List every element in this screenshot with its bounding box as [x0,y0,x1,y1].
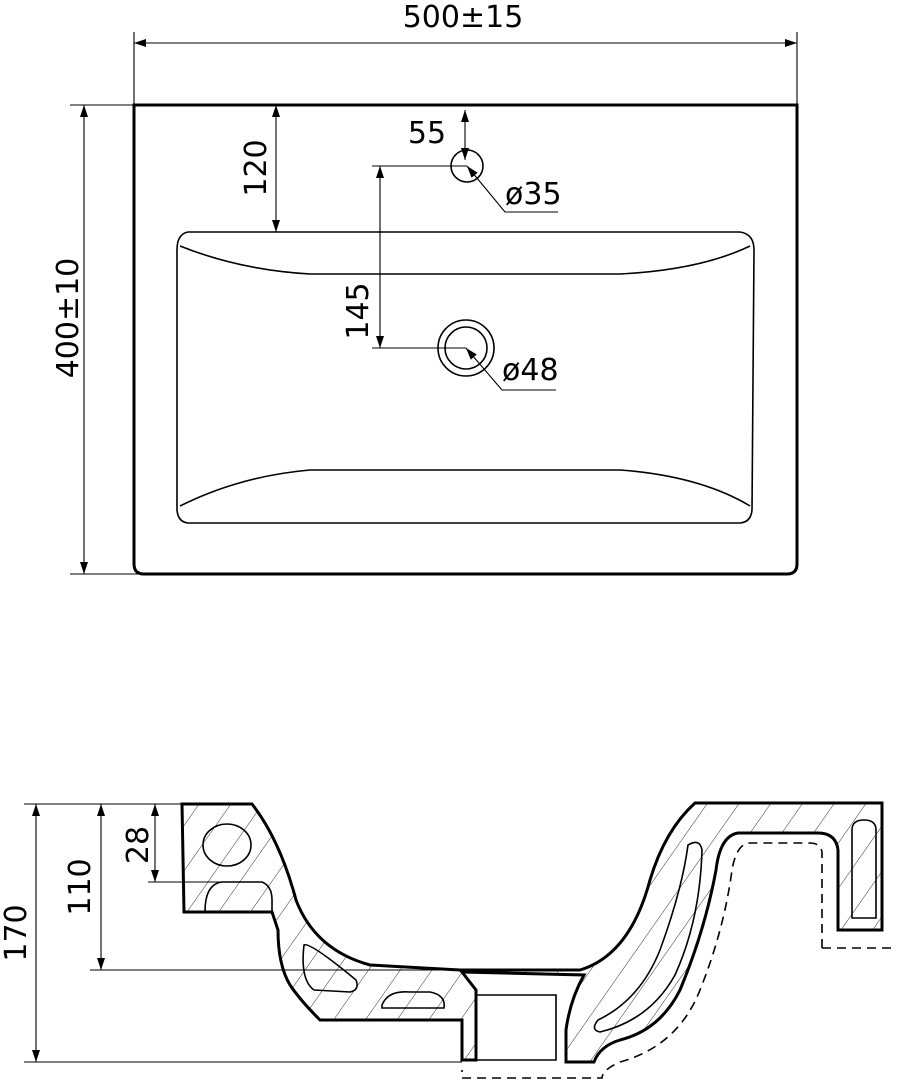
bottom-cavity [381,990,446,1009]
side-cavity [302,944,358,993]
drain-channel [475,994,557,1061]
bowl-depth-dimension-label: 110 [63,858,98,915]
tap-shift-dimension-label: 55 [408,116,446,151]
rim-thickness-dimension-label: 28 [121,826,156,864]
top-view: 500±15 400±10 120 55 ø35 145 ø48 [51,0,799,576]
drain-hole-label: ø48 [502,353,559,388]
width-dimension-label: 500±15 [403,0,524,35]
cabinet-outline[interactable] [461,842,896,1079]
drain-offset-dimension-label: 145 [341,282,376,339]
bowl-lower-curve [179,469,751,507]
mount-slot [851,819,877,919]
tap-offset-dimension-label: 120 [239,139,274,196]
tap-cavity [202,823,252,867]
basin-outline [132,103,799,576]
bowl-outline [176,231,755,524]
depth-dimension-label: 400±10 [51,258,86,379]
section-body [180,801,884,1064]
tap-hole-label: ø35 [505,177,562,212]
height-dimension-label: 170 [0,904,34,961]
bowl-upper-curve [179,245,751,275]
overflow-cavity-left [204,881,273,913]
overflow-channel-right [593,841,703,1033]
section-view: 170 110 28 [0,801,896,1079]
